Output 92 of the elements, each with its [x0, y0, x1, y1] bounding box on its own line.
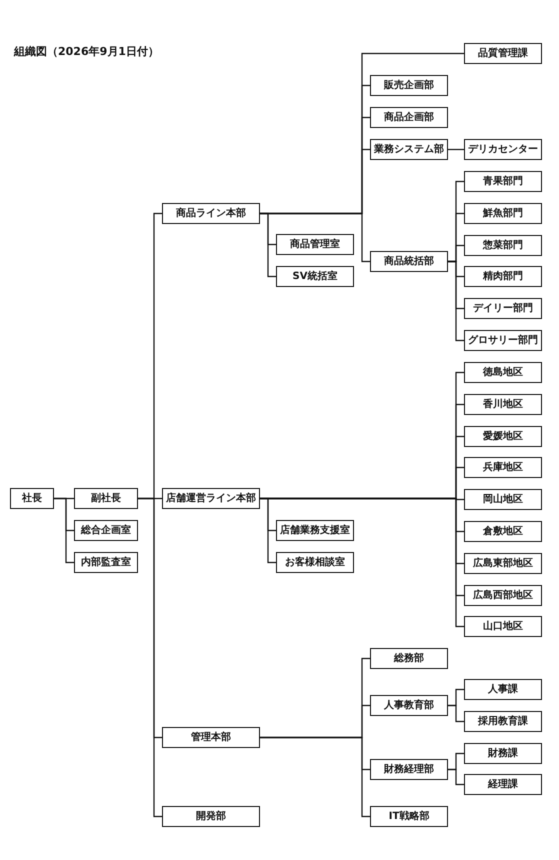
department-name: グロサリー部門 [468, 334, 538, 346]
department-box [162, 488, 260, 509]
connector-line [260, 498, 464, 628]
department-box [74, 552, 138, 573]
department-box [276, 552, 354, 573]
department-name: 商品統括部 [384, 256, 434, 268]
department-box [276, 520, 354, 541]
department-name: 惣菜部門 [483, 240, 523, 252]
department-name: SV統括室 [292, 270, 338, 282]
department-box [464, 679, 542, 700]
department-box [464, 266, 542, 287]
department-box [464, 521, 542, 542]
connector-line [448, 148, 464, 150]
department-name: 採用教育課 [478, 716, 528, 728]
department-name: 香川地区 [483, 398, 523, 410]
department-box [370, 75, 448, 96]
department-name: 商品管理室 [290, 238, 340, 250]
department-name: IT戦略部 [388, 810, 430, 822]
department-box [464, 330, 542, 351]
department-name: 管理本部 [191, 732, 231, 744]
department-name: 人事課 [488, 684, 518, 696]
department-box [370, 251, 448, 272]
department-box [464, 426, 542, 447]
department-name: 店舗業務支援室 [280, 524, 350, 536]
connector-line [54, 498, 74, 564]
department-box [464, 203, 542, 224]
department-name: 社長 [22, 492, 42, 504]
department-name: 岡山地区 [483, 494, 523, 506]
department-box [162, 806, 260, 827]
department-name: 青果部門 [483, 176, 523, 188]
connector-line [138, 498, 162, 818]
department-name: 財務課 [488, 748, 518, 760]
department-name: 商品ライン本部 [176, 208, 246, 220]
department-name: 販売企画部 [384, 80, 434, 92]
department-box [464, 362, 542, 383]
department-name: 総合企画室 [81, 524, 131, 536]
department-box [370, 648, 448, 669]
department-box [464, 489, 542, 510]
department-box [370, 695, 448, 716]
connector-line [448, 260, 464, 342]
department-box [370, 107, 448, 128]
department-name: デイリー部門 [473, 302, 533, 314]
department-box [464, 616, 542, 637]
department-name: 広島東部地区 [473, 558, 533, 570]
department-name: 副社長 [91, 492, 121, 504]
connector-line [448, 704, 464, 722]
department-box [464, 235, 542, 256]
department-name: 愛媛地区 [483, 430, 523, 442]
department-name: 内部監査室 [81, 556, 131, 568]
connector-line [260, 736, 370, 818]
department-name: 店舗運営ライン本部 [166, 492, 256, 504]
department-name: 倉敷地区 [483, 526, 523, 538]
department-box [464, 743, 542, 764]
department-name: 財務経理部 [384, 764, 434, 776]
department-name: 品質管理課 [478, 48, 528, 60]
department-name: 鮮魚部門 [483, 208, 523, 220]
department-name: 兵庫地区 [483, 462, 523, 474]
department-name: 広島西部地区 [473, 590, 533, 602]
department-box [10, 488, 54, 509]
department-name: 総務部 [394, 652, 424, 664]
department-box [464, 43, 542, 64]
department-box [74, 520, 138, 541]
department-box [464, 139, 542, 160]
department-name: 開発部 [196, 810, 226, 822]
department-box [74, 488, 138, 509]
department-box [464, 298, 542, 319]
connector-line [260, 212, 370, 262]
department-box [370, 806, 448, 827]
department-name: お客様相談室 [285, 556, 345, 568]
department-box [162, 203, 260, 224]
department-name: 経理課 [488, 778, 518, 790]
department-box [464, 553, 542, 574]
department-box [276, 234, 354, 255]
connector-line [448, 768, 464, 786]
department-name: 山口地区 [483, 620, 523, 632]
department-name: 商品企画部 [384, 112, 434, 124]
department-name: 人事教育部 [384, 700, 434, 712]
department-box [464, 711, 542, 732]
department-box [464, 585, 542, 606]
department-box [370, 139, 448, 160]
department-box [464, 171, 542, 192]
department-name: 業務システム部 [374, 144, 444, 156]
department-name: 徳島地区 [483, 366, 523, 378]
department-box [162, 727, 260, 748]
department-box [464, 394, 542, 415]
department-box [370, 759, 448, 780]
department-box [464, 457, 542, 478]
department-box [464, 774, 542, 795]
department-name: 精肉部門 [483, 270, 523, 282]
department-box [276, 266, 354, 287]
department-name: デリカセンター [468, 144, 538, 156]
chart-title: 組織図（2026年9月1日付） [14, 44, 159, 59]
